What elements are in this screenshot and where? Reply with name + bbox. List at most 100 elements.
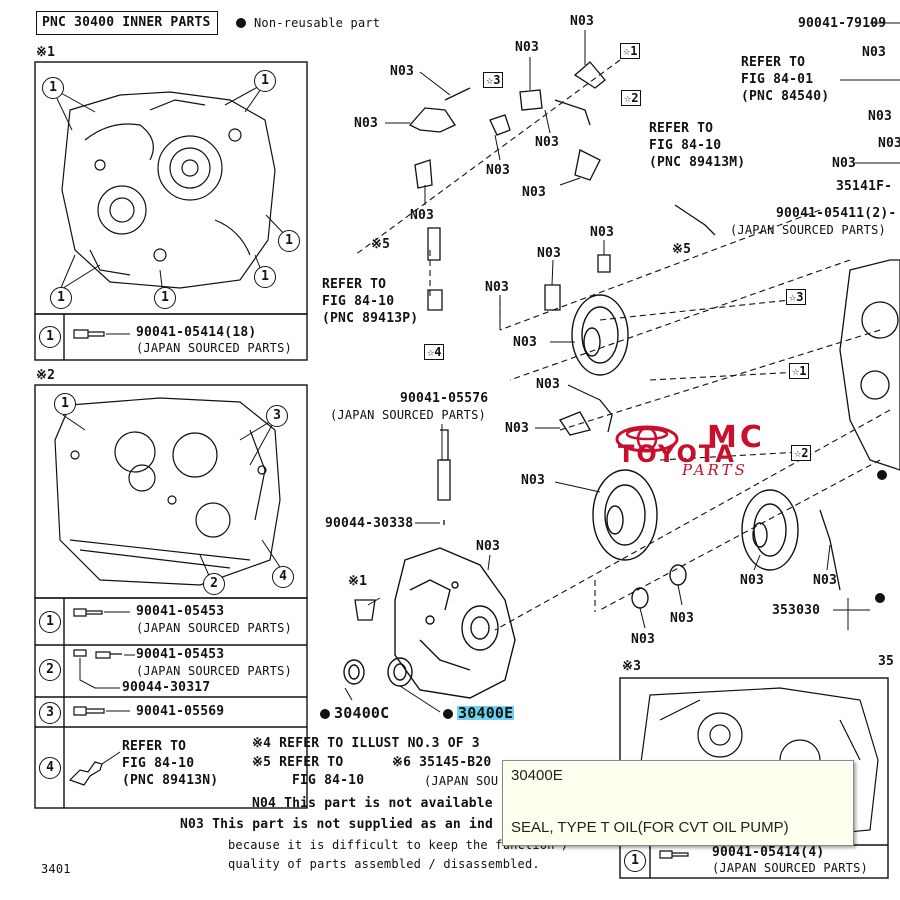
inset1-table [34,313,308,361]
japan-sourced-note: (JAPAN SOURCED PARTS) [730,223,886,237]
inset2-row4-refer: REFER TO [122,739,187,754]
non-reusable-dot-icon [877,470,887,480]
n03-label[interactable]: N03 [485,280,510,295]
refer-pnc: (PNC 84540) [741,89,830,104]
inset2-row2-extra-part[interactable]: 90044-30317 [122,680,211,695]
non-reusable-dot-icon [443,709,453,719]
n03-label[interactable]: N03 [354,116,379,131]
inset1-callout: 1 [278,230,300,252]
non-reusable-dot-icon [236,18,246,28]
part-90041-79109[interactable]: 90041-79109 [798,16,887,31]
right-housing [819,259,900,591]
inset1-callout: 1 [154,287,176,309]
footnote-n03-line3: quality of parts assembled / disassemble… [228,857,540,871]
inset2-row2-part[interactable]: 90041-05453 [136,647,225,662]
ref5-marker: ※5 [672,242,692,257]
refer-fig-link[interactable]: FIG 84-01 [741,72,814,87]
inset2-row1-part[interactable]: 90041-05453 [136,604,225,619]
n03-label[interactable]: N03 [590,225,615,240]
part-353030[interactable]: 353030 [772,603,821,618]
inset2-callout-1: 1 [54,393,76,415]
inset2-callout-2: 2 [203,573,225,595]
inset1-ref: ※1 [36,45,56,60]
non-reusable-legend: Non-reusable part [254,16,381,30]
footnote-n04: N04 This part is not available [252,796,493,811]
n03-label[interactable]: N03 [536,377,561,392]
star4-marker: ☆4 [424,344,445,360]
footnote-5-fig-link[interactable]: FIG 84-10 [292,773,365,788]
n03-label[interactable]: N03 [631,632,656,647]
inset2-row1-note: (JAPAN SOURCED PARTS) [136,621,292,635]
refer-pnc: (PNC 89413M) [649,155,746,170]
n03-label[interactable]: N03 [390,64,415,79]
inset3-ref: ※3 [622,659,642,674]
ref1-marker: ※1 [348,574,368,589]
n03-label[interactable]: N03 [535,135,560,150]
n03-label[interactable]: N03 [486,163,511,178]
n03-label[interactable]: N03 [813,573,838,588]
refer-label: REFER TO [741,55,806,70]
inset2-callout-4: 4 [272,566,294,588]
n03-label[interactable]: N03 [521,473,546,488]
inset2-callout-3: 3 [266,405,288,427]
japan-sourced-note: (JAPAN SOURCED PARTS) [330,408,486,422]
n03-label[interactable]: N03 [670,611,695,626]
n03-label[interactable]: N03 [878,136,900,151]
footnote-6-part[interactable]: ※6 35145-B20 [392,755,492,770]
star2-marker: ☆2 [791,445,812,461]
inset1-callout: 1 [254,266,276,288]
refer-pnc: (PNC 89413P) [322,311,419,326]
star3-marker: ☆3 [786,289,807,305]
part-90044-30338[interactable]: 90044-30338 [325,516,414,531]
inset2-row-number: 4 [39,757,61,779]
logo-parts-text: PARTS [682,461,748,479]
part-30400c[interactable]: 30400C [334,704,390,722]
page-number: 3401 [41,862,71,876]
n03-label[interactable]: N03 [476,539,501,554]
non-reusable-dot-icon [875,593,885,603]
inset3-row-part[interactable]: 90041-05414(4) [712,845,825,860]
part-30400e-highlighted[interactable]: 30400E [457,704,515,722]
n03-label[interactable]: N03 [515,40,540,55]
inset1-callout: 1 [254,70,276,92]
inset2-row3-part[interactable]: 90041-05569 [136,704,225,719]
footnote-6-note: (JAPAN SOU [424,774,499,788]
n03-label[interactable]: N03 [513,335,538,350]
n03-label[interactable]: N03 [740,573,765,588]
tooltip-part-description: SEAL, TYPE T OIL(FOR CVT OIL PUMP) [511,819,789,836]
n03-label[interactable]: N03 [570,14,595,29]
assembly-dashed-lines [354,59,891,631]
part-35-cut[interactable]: 35 [878,654,895,669]
logo-mc-text: MC [707,420,765,455]
inset2-row4-fig-link[interactable]: FIG 84-10 [122,756,195,771]
refer-fig-link[interactable]: FIG 84-10 [649,138,722,153]
part-35141f[interactable]: 35141F- [836,179,893,194]
refer-label: REFER TO [322,277,387,292]
n03-label[interactable]: N03 [862,45,887,60]
n03-label[interactable]: N03 [537,246,562,261]
mc-toyota-parts-logo: MC TOYOTA PARTS [612,420,792,482]
n03-label[interactable]: N03 [410,208,435,223]
refer-label: REFER TO [649,121,714,136]
gears [571,294,799,609]
inset1-leaders [51,82,289,296]
inset2-case-drawing [54,397,281,586]
n03-label[interactable]: N03 [505,421,530,436]
inset2-row4-pnc: (PNC 89413N) [122,773,219,788]
inset3-row-number: 1 [624,850,646,872]
n03-label[interactable]: N03 [832,156,857,171]
inset2-row-number: 2 [39,659,61,681]
inset1-row-number: 1 [39,326,61,348]
star3-marker: ☆3 [483,72,504,88]
refer-fig-link[interactable]: FIG 84-10 [322,294,395,309]
leader-lines [344,22,900,713]
non-reusable-dot-icon [320,709,330,719]
part-90041-05576[interactable]: 90041-05576 [400,391,489,406]
part-90041-05411[interactable]: 90041-05411(2)- [776,206,897,221]
small-fittings [354,61,716,621]
n03-label[interactable]: N03 [868,109,893,124]
inset2-row-number: 3 [39,702,61,724]
inset1-row-part[interactable]: 90041-05414(18) [136,325,257,340]
n03-label[interactable]: N03 [522,185,547,200]
